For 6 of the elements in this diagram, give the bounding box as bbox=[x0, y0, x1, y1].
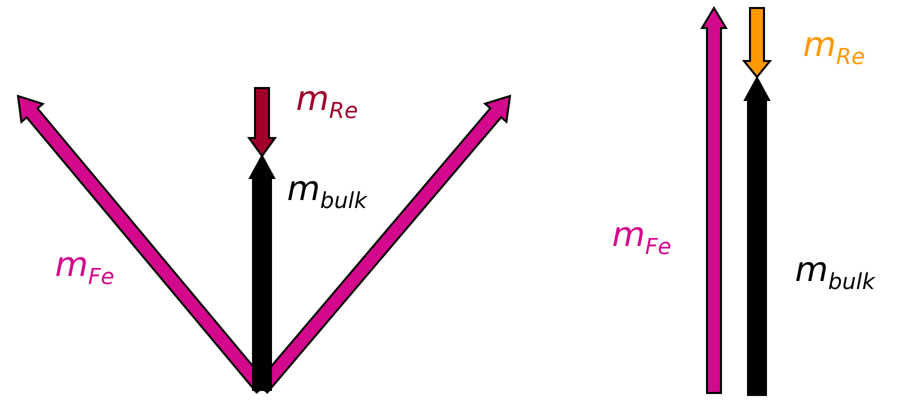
vector-label: m$_{Fe}$ bbox=[55, 248, 114, 289]
vector-label: m$_{bulk}$ bbox=[795, 253, 875, 294]
vector-label: m$_{bulk}$ bbox=[287, 172, 367, 213]
vector-label: m$_{Re}$ bbox=[803, 28, 865, 69]
vector-label: m$_{Re}$ bbox=[296, 82, 358, 123]
vector-label: m$_{Fe}$ bbox=[612, 218, 672, 259]
